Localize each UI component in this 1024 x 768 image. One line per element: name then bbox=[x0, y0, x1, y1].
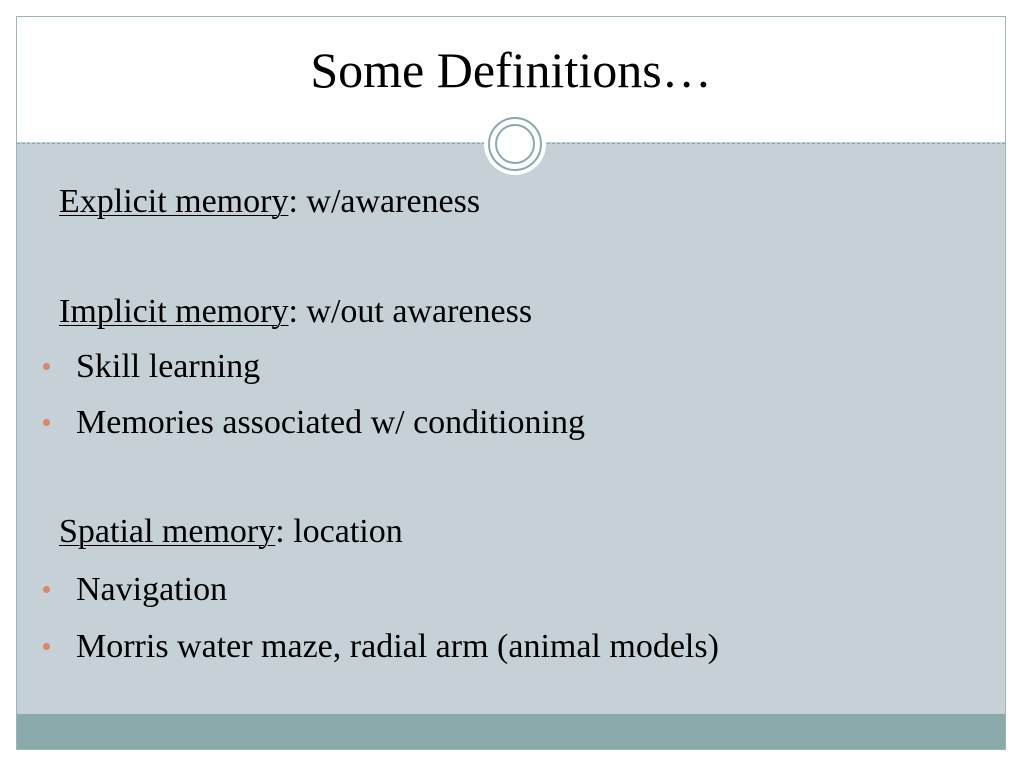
slide-title: Some Definitions… bbox=[310, 42, 712, 98]
term-spatial-memory: Spatial memory bbox=[59, 513, 276, 550]
bullet-item: Morris water maze, radial arm (animal mo… bbox=[43, 630, 719, 664]
divider-circle-ornament bbox=[484, 113, 546, 175]
bullet-text: Morris water maze, radial arm (animal mo… bbox=[76, 628, 719, 665]
bullet-item: Memories associated w/ conditioning bbox=[43, 406, 585, 440]
bullet-dot-icon bbox=[43, 642, 50, 650]
term-implicit-memory: Implicit memory bbox=[59, 293, 289, 330]
definition-text: : w/out awareness bbox=[288, 293, 533, 330]
bullet-dot-icon bbox=[43, 362, 50, 370]
footer-bar bbox=[17, 714, 1005, 749]
definition-text: : location bbox=[275, 513, 403, 550]
definition-explicit: Explicit memory: w/awareness bbox=[59, 185, 480, 219]
bullet-text: Memories associated w/ conditioning bbox=[76, 404, 585, 441]
definition-implicit: Implicit memory: w/out awareness bbox=[59, 295, 532, 329]
definition-text: : w/awareness bbox=[288, 183, 481, 220]
term-explicit-memory: Explicit memory bbox=[59, 183, 289, 220]
bullet-item: Navigation bbox=[43, 573, 227, 607]
bullet-dot-icon bbox=[43, 585, 50, 593]
slide: Some Definitions… Explicit memory: w/awa… bbox=[16, 16, 1006, 750]
bullet-item: Skill learning bbox=[43, 350, 260, 384]
bullet-dot-icon bbox=[43, 418, 50, 426]
bullet-text: Navigation bbox=[76, 571, 228, 608]
bullet-text: Skill learning bbox=[76, 348, 261, 385]
definition-spatial: Spatial memory: location bbox=[59, 515, 403, 549]
